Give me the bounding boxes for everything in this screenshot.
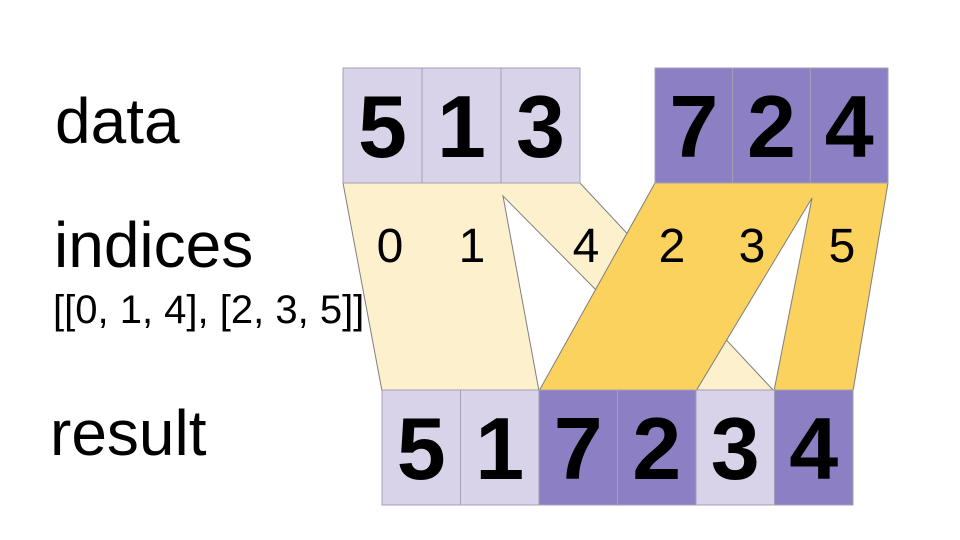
result-value-0: 5 — [397, 399, 446, 498]
result-value-2: 7 — [554, 399, 603, 498]
data-left-value-0: 5 — [358, 77, 407, 176]
result-value-3: 2 — [632, 399, 681, 498]
result-row-label: result — [50, 397, 207, 469]
data-right-value-1: 2 — [747, 77, 796, 176]
data-left-cell-0 — [342, 67, 423, 184]
data-right-value-0: 7 — [669, 77, 718, 176]
index-label-3: 3 — [739, 220, 766, 273]
result-cell-0 — [381, 389, 461, 506]
result-cell-1 — [460, 389, 540, 506]
result-value-4: 3 — [711, 399, 760, 498]
result-value-1: 1 — [475, 399, 524, 498]
data-array-right: 7 2 4 — [654, 67, 889, 184]
data-right-cell-1 — [732, 67, 811, 184]
data-right-cell-2 — [809, 67, 889, 184]
data-array-left: 5 1 3 — [342, 67, 581, 184]
index-label-1: 1 — [459, 220, 486, 273]
data-left-cell-1 — [421, 67, 502, 184]
indices-list-label: [[0, 1, 4], [2, 3, 5]] — [53, 288, 364, 332]
index-label-5: 5 — [829, 220, 856, 273]
index-label-4: 4 — [573, 220, 600, 273]
result-array: 5 1 7 2 3 4 — [381, 389, 854, 506]
data-row-label: data — [55, 85, 180, 157]
result-cell-5 — [774, 389, 854, 506]
data-left-value-2: 3 — [516, 77, 565, 176]
data-left-value-1: 1 — [437, 77, 486, 176]
result-value-5: 4 — [789, 399, 838, 498]
result-cell-4 — [695, 389, 775, 506]
indices-row-label: indices — [54, 209, 253, 281]
data-right-value-2: 4 — [825, 77, 874, 176]
index-label-0: 0 — [377, 220, 404, 273]
index-label-2: 2 — [659, 220, 686, 273]
data-right-cell-0 — [654, 67, 734, 184]
result-cell-2 — [538, 389, 618, 506]
data-left-cell-2 — [500, 67, 581, 184]
